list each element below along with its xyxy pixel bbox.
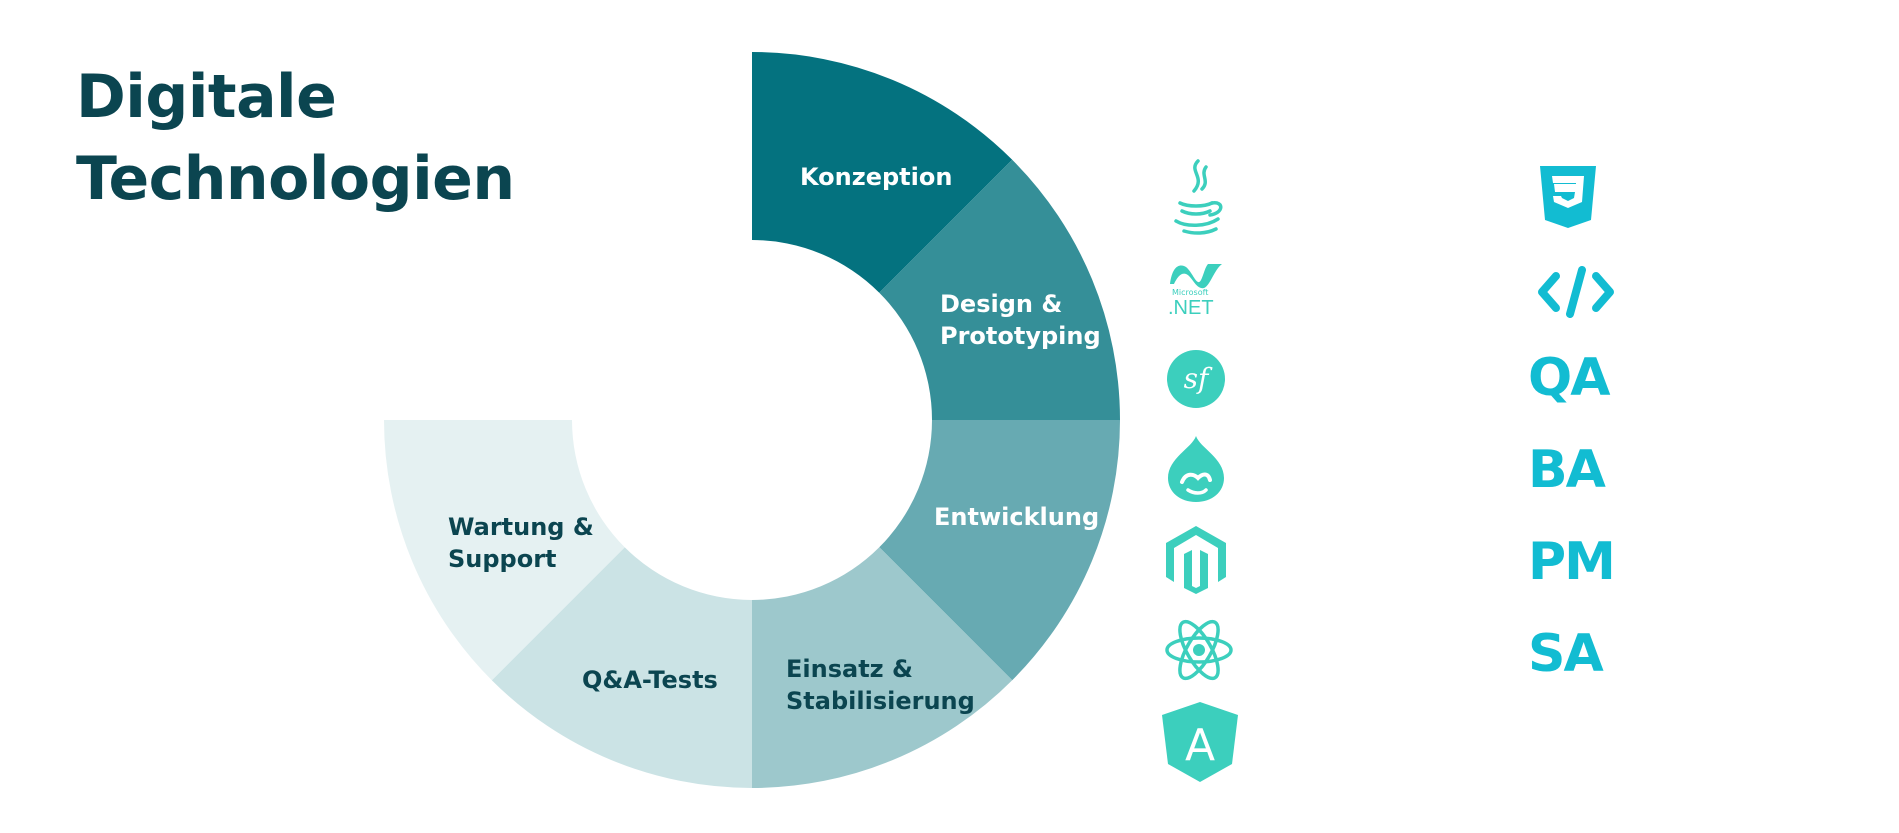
- page-title-line-1: Digitale: [76, 62, 337, 132]
- drupal-icon: [1166, 434, 1226, 508]
- dotnet-icon: Microsoft .NET: [1164, 258, 1228, 322]
- cycle-segment-design: [879, 159, 1120, 420]
- cycle-label-line: Q&A-Tests: [582, 666, 718, 694]
- magento-icon: [1166, 526, 1226, 598]
- dotnet-big-text: .NET: [1168, 297, 1214, 318]
- angular-icon: A: [1162, 702, 1238, 786]
- cycle-segment-entwicklung: [879, 420, 1120, 681]
- cycle-label-entwicklung: Entwicklung: [934, 503, 1099, 531]
- role-pm: PM: [1528, 532, 1616, 592]
- cycle-segment-einsatz: [752, 547, 1013, 788]
- page-title: Digitale Technologien: [76, 56, 515, 220]
- role-sa: SA: [1528, 624, 1604, 684]
- cycle-label-line: Design &: [940, 290, 1062, 318]
- cycle-label-line: Prototyping: [940, 322, 1101, 350]
- cycle-label-einsatz: Einsatz & Stabilisierung: [786, 655, 975, 715]
- role-ba: BA: [1528, 440, 1606, 500]
- dotnet-small-text: Microsoft: [1172, 288, 1208, 297]
- cycle-label-qa-tests: Q&A-Tests: [582, 666, 718, 694]
- cycle-label-konzeption: Konzeption: [800, 163, 952, 191]
- cycle-segment-wartung: [384, 420, 625, 681]
- react-icon: [1164, 618, 1234, 686]
- cycle-label-line: Stabilisierung: [786, 687, 975, 715]
- cycle-label-line: Wartung &: [448, 513, 594, 541]
- css3-icon: [1540, 166, 1596, 232]
- angular-letter: A: [1185, 720, 1215, 771]
- cycle-label-design: Design & Prototyping: [940, 290, 1101, 350]
- cycle-label-wartung: Wartung & Support: [448, 513, 594, 573]
- cycle-segment-qa-tests: [491, 547, 752, 788]
- page-title-line-2: Technologien: [76, 144, 515, 214]
- cycle-label-line: Support: [448, 545, 557, 573]
- cycle-label-line: Entwicklung: [934, 503, 1099, 531]
- role-qa: QA: [1528, 348, 1610, 408]
- cycle-label-line: Einsatz &: [786, 655, 913, 683]
- cycle-segment-konzeption: [752, 52, 1013, 293]
- symfony-letters: sf: [1184, 362, 1213, 395]
- java-icon: [1166, 157, 1226, 241]
- symfony-icon: sf: [1166, 349, 1226, 413]
- cycle-label-line: Konzeption: [800, 163, 952, 191]
- code-icon: [1536, 266, 1616, 322]
